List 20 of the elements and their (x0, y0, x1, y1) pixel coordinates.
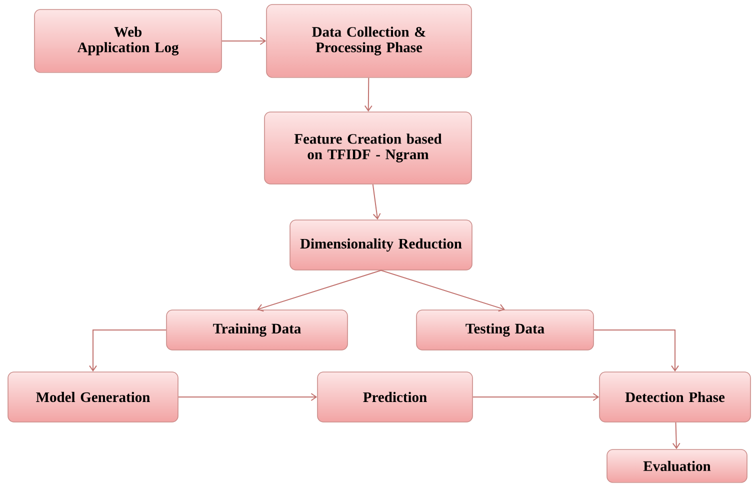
arrow (221, 37, 266, 45)
process-box: Testing Data (416, 310, 594, 350)
process-box: Training Data (166, 310, 348, 350)
process-box: Prediction (317, 372, 473, 422)
arrow (178, 392, 318, 401)
arrow (593, 329, 679, 372)
process-box: Model Generation (8, 372, 178, 422)
arrow (380, 270, 505, 312)
arrow (257, 270, 382, 312)
process-box: Feature Creation based on TFIDF - Ngram (264, 112, 472, 184)
process-box: Data Collection & Processing Phase (266, 4, 472, 78)
arrow (372, 184, 381, 220)
process-box: Dimensionality Reduction (290, 220, 472, 270)
process-box: Evaluation (606, 449, 748, 483)
arrow (364, 77, 372, 112)
arrow (89, 329, 167, 372)
process-box: Web Application Log (34, 9, 222, 73)
arrow (672, 422, 680, 450)
process-box: Detection Phase (599, 372, 751, 422)
arrow (472, 392, 600, 401)
